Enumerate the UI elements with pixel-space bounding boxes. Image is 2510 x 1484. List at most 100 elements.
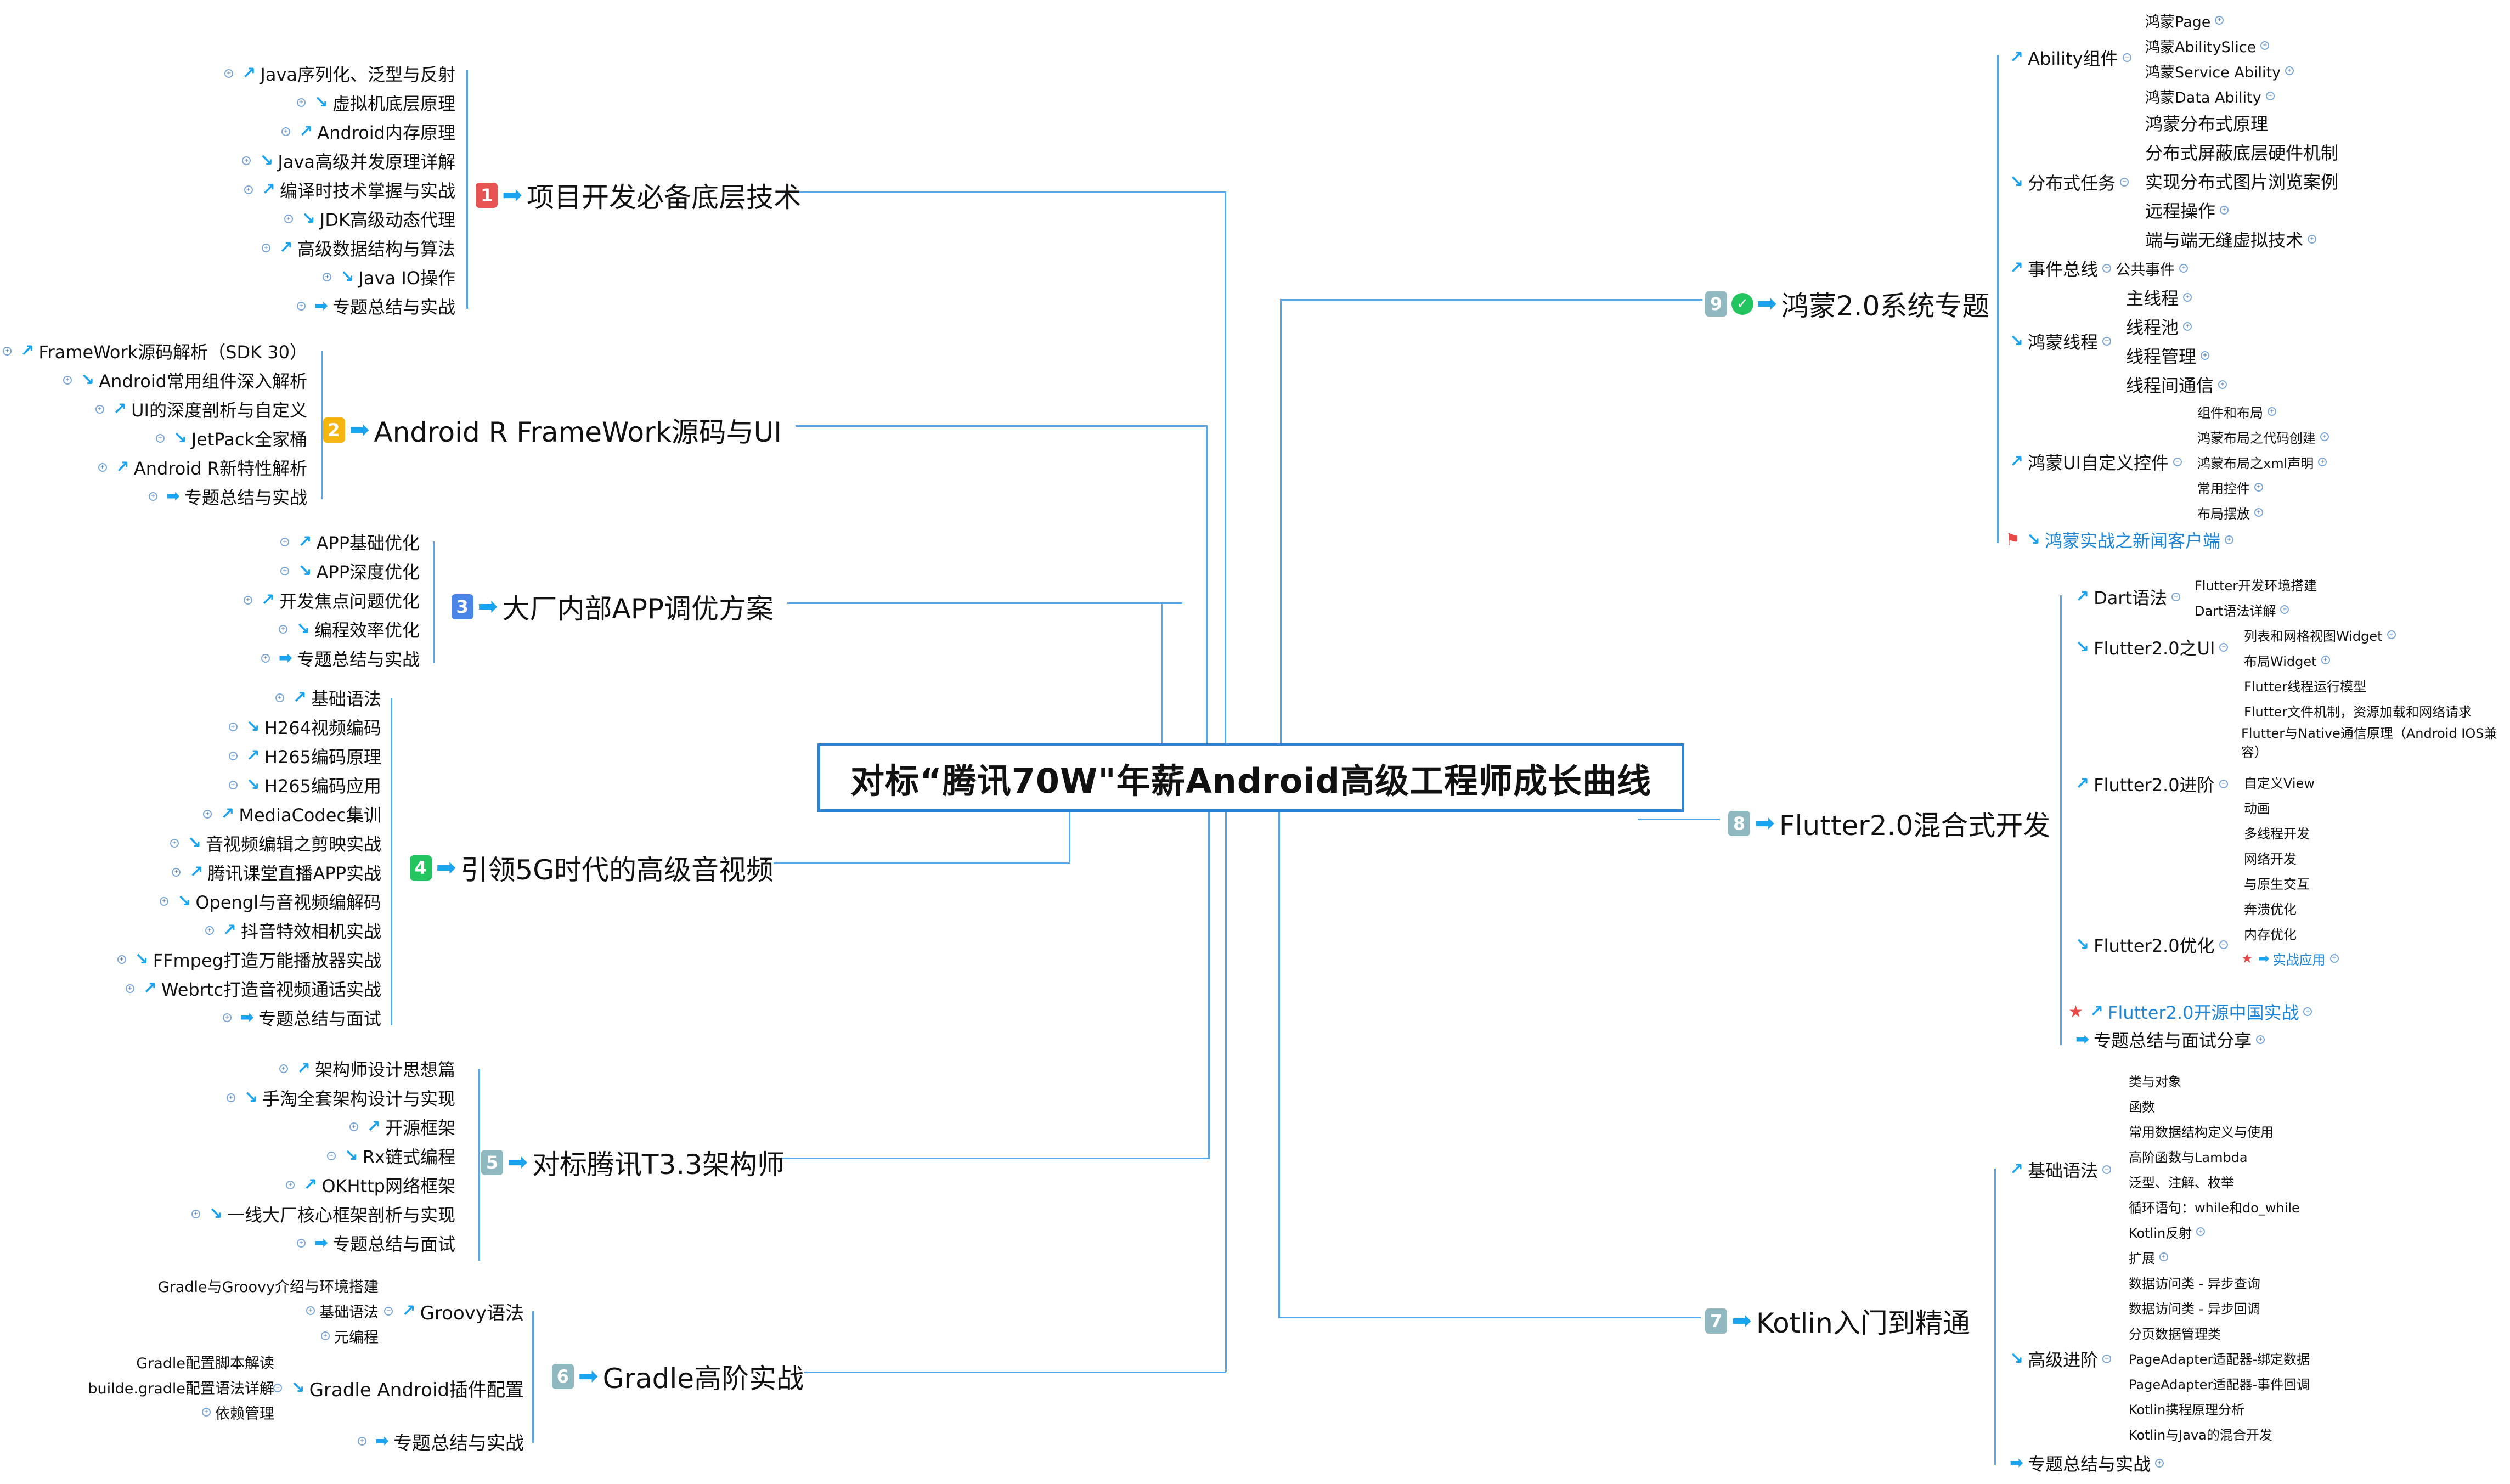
topic[interactable]: 鸿蒙布局之代码创建+	[2197, 427, 2333, 446]
expand-icon[interactable]: +	[2201, 351, 2210, 360]
collapse-icon[interactable]: −	[2173, 458, 2182, 466]
expand-icon[interactable]: +	[261, 654, 270, 663]
expand-icon[interactable]: +	[244, 185, 253, 194]
expand-icon[interactable]: +	[280, 567, 290, 575]
expand-icon[interactable]: +	[205, 926, 214, 935]
expand-icon[interactable]: +	[326, 1152, 336, 1160]
topic[interactable]: 奔溃优化	[2244, 899, 2297, 917]
expand-icon[interactable]: +	[2285, 66, 2294, 75]
expand-icon[interactable]: +	[160, 897, 169, 906]
topic[interactable]: +↘FFmpeg打造万能播放器实战	[113, 947, 381, 972]
topic[interactable]: 常用控件+	[2197, 478, 2268, 496]
topic[interactable]: +↗高级数据结构与算法	[257, 236, 455, 260]
topic[interactable]: +↘手淘全套架构设计与实现	[222, 1086, 455, 1110]
topic[interactable]: +↘Rx链式编程	[323, 1144, 455, 1168]
expand-icon[interactable]: +	[306, 1306, 315, 1315]
topic[interactable]: +↗Java序列化、泛型与反射	[220, 61, 455, 86]
expand-icon[interactable]: +	[228, 752, 238, 760]
topic[interactable]: +↘JetPack全家桶	[151, 426, 307, 450]
expand-icon[interactable]: +	[98, 463, 107, 472]
topic-link[interactable]: ★➡实战应用+	[2241, 949, 2343, 968]
subtopic[interactable]: ↗Ability组件−	[2005, 46, 2136, 70]
expand-icon[interactable]: +	[286, 1181, 295, 1189]
topic[interactable]: 鸿蒙分布式原理	[2145, 111, 2268, 135]
topic[interactable]: 布局Widget+	[2244, 651, 2334, 669]
topic[interactable]: 鸿蒙布局之xml声明+	[2197, 453, 2331, 471]
topic[interactable]: +➡专题总结与实战	[257, 646, 420, 670]
expand-icon[interactable]: +	[63, 376, 72, 385]
topic[interactable]: 常用数据结构定义与使用	[2129, 1121, 2274, 1140]
topic[interactable]: PageAdapter适配器-事件回调	[2129, 1374, 2310, 1392]
topic[interactable]: 类与对象	[2129, 1071, 2181, 1090]
expand-icon[interactable]: +	[226, 1093, 235, 1102]
expand-icon[interactable]: +	[191, 1210, 200, 1218]
root-topic[interactable]: 对标“腾讯70W"年薪Android高级工程师成长曲线	[817, 743, 1684, 812]
expand-icon[interactable]: +	[172, 868, 181, 877]
topic[interactable]: +↘H264视频编码	[224, 715, 381, 739]
expand-icon[interactable]: +	[2265, 92, 2275, 100]
topic[interactable]: +↘虚拟机底层原理	[292, 91, 455, 115]
topic[interactable]: 鸿蒙Data Ability+	[2145, 86, 2279, 106]
collapse-icon[interactable]: −	[2102, 264, 2112, 273]
topic[interactable]: +↘Java IO操作	[318, 265, 455, 289]
branch-9[interactable]: 9 ✓ ➡ 鸿蒙2.0系统专题	[1705, 284, 1989, 324]
expand-icon[interactable]: +	[2179, 264, 2189, 273]
expand-icon[interactable]: +	[279, 1064, 288, 1073]
expand-icon[interactable]: +	[243, 596, 252, 605]
topic[interactable]: 多线程开发	[2244, 823, 2310, 842]
subtopic[interactable]: ↗鸿蒙UI自定义控件−	[2005, 450, 2186, 474]
topic[interactable]: +➡专题总结与面试	[218, 1006, 381, 1030]
expand-icon[interactable]: +	[278, 625, 287, 634]
topic[interactable]: 内存优化	[2244, 924, 2297, 943]
expand-icon[interactable]: +	[95, 405, 104, 414]
subtopic[interactable]: ↘Flutter2.0优化−	[2071, 933, 2232, 957]
expand-icon[interactable]: +	[2220, 206, 2229, 215]
expand-icon[interactable]: +	[2218, 380, 2227, 389]
expand-icon[interactable]: +	[2329, 954, 2339, 963]
topic[interactable]: Kotlin与Java的混合开发	[2129, 1424, 2272, 1443]
topic[interactable]: Dart语法详解+	[2195, 600, 2293, 619]
branch-2[interactable]: 2 ➡ Android R FrameWork源码与UI	[323, 410, 782, 450]
expand-icon[interactable]: +	[203, 810, 212, 819]
collapse-icon[interactable]: −	[2171, 593, 2181, 601]
expand-icon[interactable]: +	[125, 984, 134, 993]
collapse-icon[interactable]: −	[2102, 337, 2112, 346]
expand-icon[interactable]: +	[2256, 1035, 2265, 1044]
topic[interactable]: +↘音视频编辑之剪映实战	[166, 831, 381, 855]
topic[interactable]: Flutter线程运行模型	[2244, 676, 2366, 695]
topic[interactable]: 线程间通信+	[2126, 373, 2231, 397]
topic[interactable]: 分页数据管理类	[2129, 1323, 2221, 1342]
topic[interactable]: 高阶函数与Lambda	[2129, 1147, 2248, 1165]
expand-icon[interactable]: +	[275, 693, 284, 702]
topic[interactable]: +↗H265编码原理	[224, 744, 381, 768]
topic[interactable]: +↗Android R新特性解析	[94, 455, 307, 479]
expand-icon[interactable]: +	[296, 98, 306, 107]
expand-icon[interactable]: +	[3, 347, 12, 356]
topic[interactable]: 组件和布局+	[2197, 402, 2281, 421]
topic[interactable]: +↗Webrtc打造音视频通话实战	[121, 977, 381, 1001]
subtopic-link[interactable]: ★↗Flutter2.0开源中国实战+	[2068, 1000, 2316, 1024]
expand-icon[interactable]: +	[2387, 630, 2396, 639]
expand-icon[interactable]: +	[170, 839, 179, 848]
subtopic[interactable]: ↗基础语法−	[2005, 1158, 2116, 1182]
topic[interactable]: +➡专题总结与实战	[144, 484, 307, 509]
subtopic-summary[interactable]: +➡专题总结与实战	[353, 1429, 524, 1454]
topic[interactable]: 列表和网格视图Widget+	[2244, 625, 2400, 644]
subtopic[interactable]: ↘鸿蒙线程−	[2005, 329, 2116, 353]
subtopic-groovy[interactable]: −↗Groovy语法	[380, 1299, 524, 1324]
topic[interactable]: +➡专题总结与面试	[292, 1231, 455, 1255]
topic[interactable]: +依赖管理	[198, 1402, 274, 1423]
collapse-icon[interactable]: −	[384, 1307, 393, 1316]
expand-icon[interactable]: +	[155, 434, 165, 443]
expand-icon[interactable]: +	[2260, 41, 2270, 50]
topic[interactable]: +↗腾讯课堂直播APP实战	[167, 860, 381, 884]
expand-icon[interactable]: +	[2196, 1227, 2206, 1236]
expand-icon[interactable]: +	[2183, 293, 2192, 302]
branch-3[interactable]: 3 ➡ 大厂内部APP调优方案	[451, 587, 774, 627]
topic[interactable]: +↗Android内存原理	[277, 120, 455, 144]
branch-5[interactable]: 5 ➡ 对标腾讯T3.3架构师	[481, 1143, 785, 1182]
topic[interactable]: 鸿蒙Service Ability+	[2145, 60, 2298, 81]
topic[interactable]: +↗UI的深度剖析与自定义	[91, 397, 307, 421]
topic[interactable]: +↘编程效率优化	[274, 617, 420, 641]
collapse-icon[interactable]: −	[2219, 940, 2228, 949]
